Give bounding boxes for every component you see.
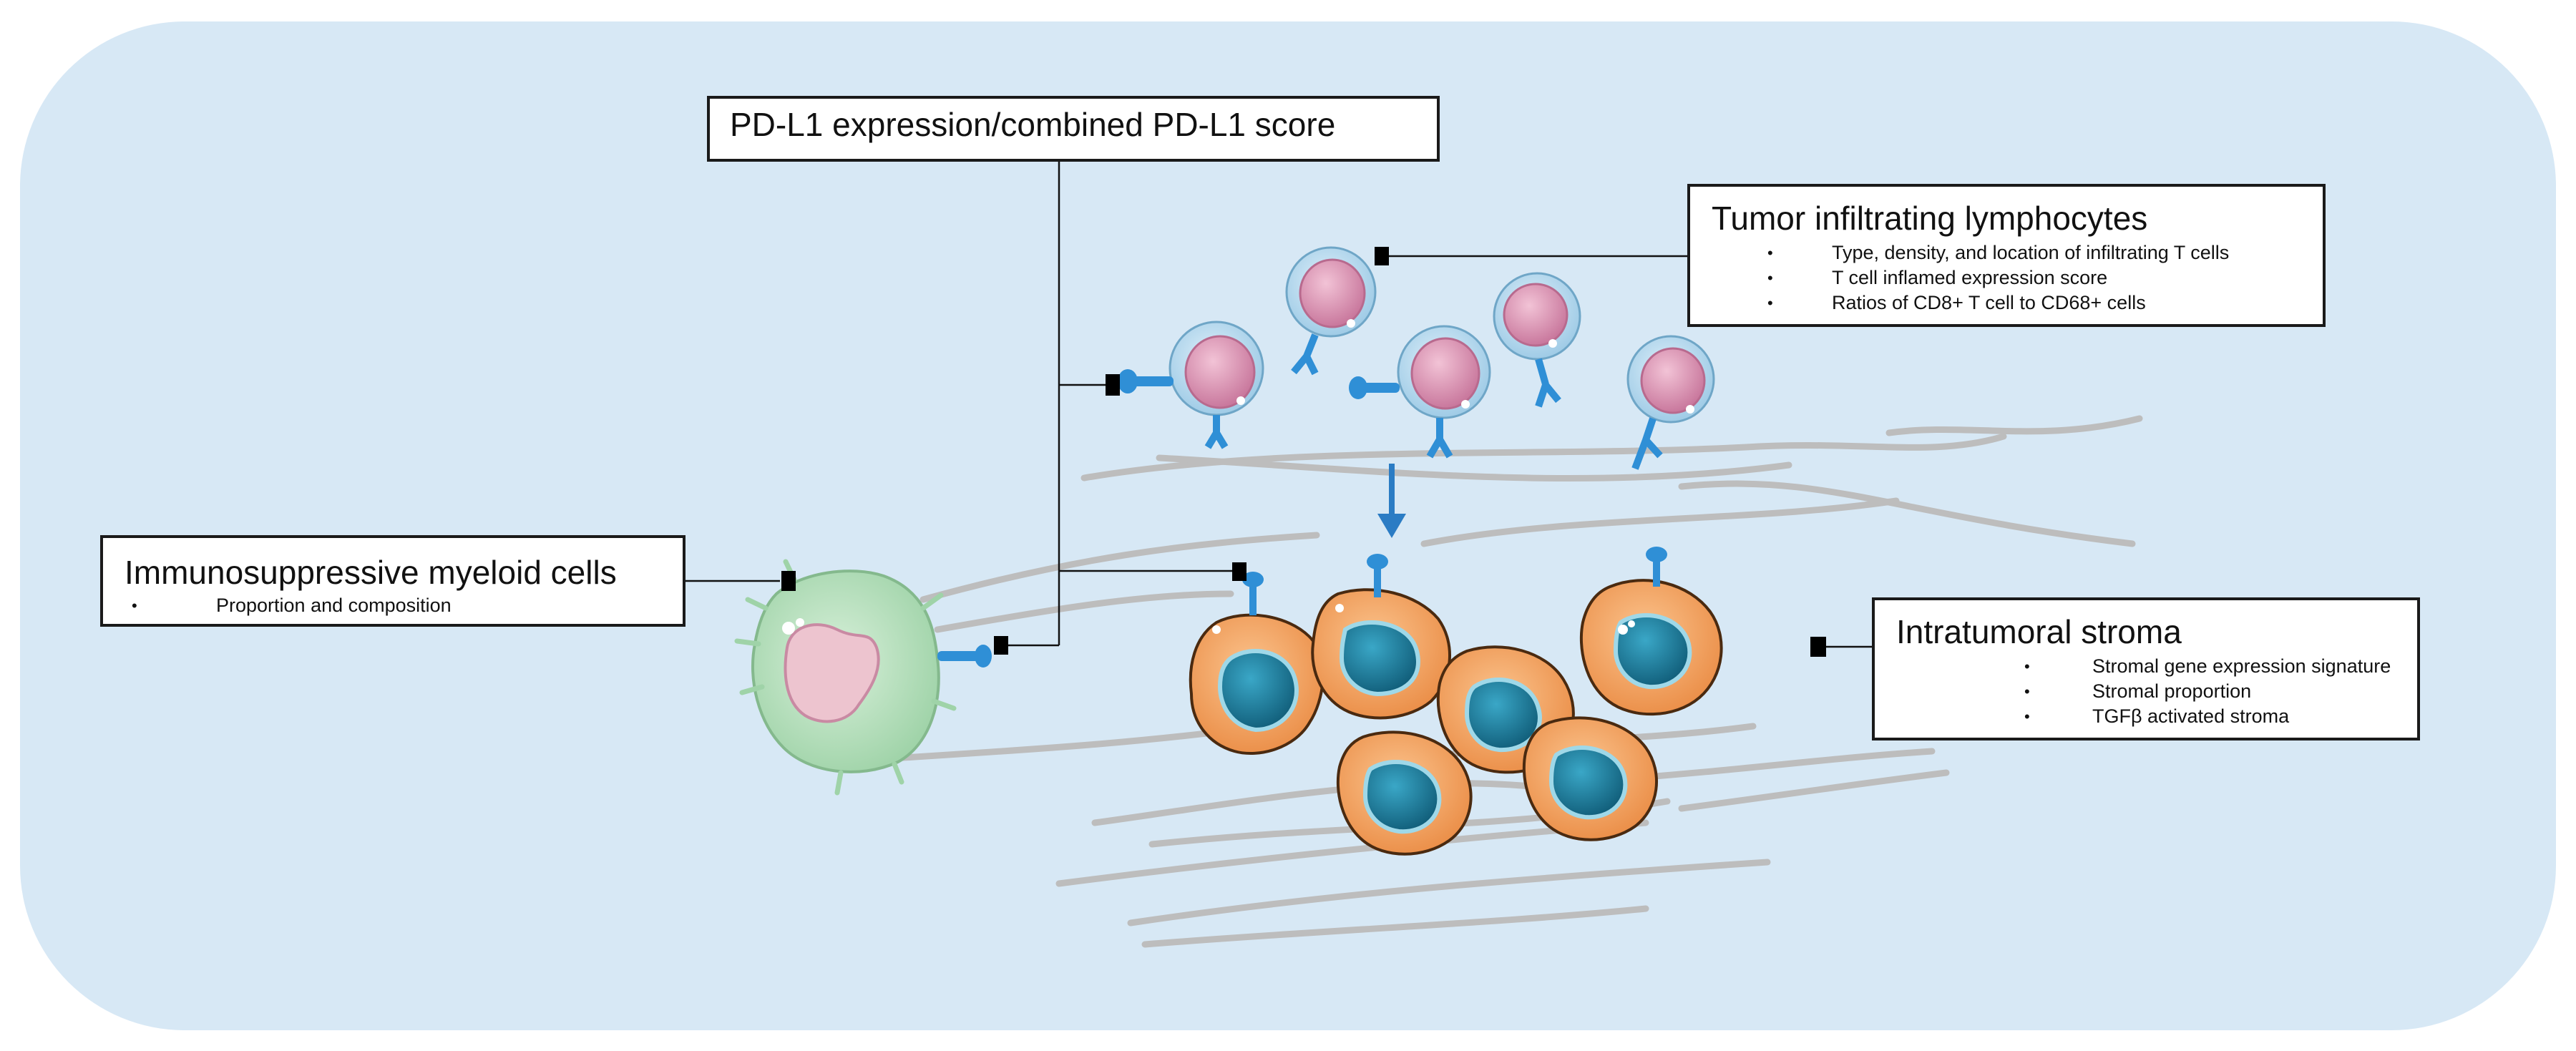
tumor-cell-icon (1336, 730, 1473, 856)
downward-arrow-icon (1377, 464, 1406, 538)
stroma-bullet-text: Stromal gene expression signature (2092, 655, 2391, 677)
stroma-fiber-icon (919, 532, 1320, 603)
bullet-dot: • (1767, 243, 1773, 262)
bullet-dot: • (2024, 682, 2030, 700)
marker-square (1810, 637, 1826, 657)
til-bullet-text: Type, density, and location of infiltrat… (1832, 241, 2230, 263)
pdl1-label-box: PD-L1 expression/combined PD-L1 score (707, 96, 1440, 162)
stroma-fiber-icon (1678, 769, 1950, 812)
til-title: Tumor infiltrating lymphocytes (1712, 200, 2148, 237)
myeloid-bullet: • Proportion and composition (132, 593, 683, 618)
connector-markers (781, 247, 1826, 657)
t-cell-icon (1493, 272, 1581, 408)
marker-square (1106, 374, 1120, 396)
bullet-dot: • (1767, 268, 1773, 287)
bullet-dot: • (2024, 657, 2030, 675)
til-bullet: • Ratios of CD8+ T cell to CD68+ cells (1767, 290, 2323, 316)
marker-square (781, 571, 796, 591)
bullet-dot: • (2024, 707, 2030, 725)
stroma-bullet: • Stromal gene expression signature (2024, 654, 2417, 679)
myeloid-title: Immunosuppressive myeloid cells (125, 554, 617, 591)
tumor-cell-icon (1189, 572, 1324, 755)
marker-square (994, 636, 1008, 655)
connector-lines (686, 162, 1872, 648)
stroma-bullet-text: Stromal proportion (2092, 680, 2252, 702)
stroma-fiber-icon (1420, 497, 1900, 547)
pdl1-title: PD-L1 expression/combined PD-L1 score (730, 106, 1336, 143)
marker-square (1375, 247, 1389, 265)
tumor-cell-icon (1311, 554, 1451, 720)
myeloid-cell-icon (734, 559, 992, 796)
til-bullet-text: Ratios of CD8+ T cell to CD68+ cells (1832, 291, 2146, 313)
myeloid-bullet-text: Proportion and composition (216, 594, 452, 616)
t-cell-icon (1349, 325, 1491, 459)
til-label-box: Tumor infiltrating lymphocytes • Type, de… (1687, 184, 2326, 327)
bullet-dot: • (1767, 293, 1773, 312)
stroma-fiber-icon (1606, 748, 1936, 783)
stroma-fiber-icon (1091, 780, 1542, 826)
stroma-bullet: • Stromal proportion (2024, 679, 2417, 704)
til-bullet-text: T cell inflamed expression score (1832, 266, 2108, 288)
tumor-cell-icon (1579, 547, 1723, 716)
diagram-panel (20, 21, 2556, 1030)
stroma-fiber-icon (934, 590, 1234, 633)
t-cell-icon (1118, 321, 1264, 449)
stroma-fiber-icon (1127, 859, 1771, 927)
t-cell-icon (1626, 335, 1715, 470)
til-bullet: • Type, density, and location of infiltra… (1767, 240, 2323, 265)
tumor-cell-icon (1522, 716, 1659, 841)
t-cell-icon (1285, 246, 1377, 376)
stroma-fiber-icon (1885, 415, 2143, 436)
marker-square (1232, 562, 1246, 581)
stroma-title: Intratumoral stroma (1896, 613, 2182, 650)
myeloid-bullet-list: • Proportion and composition (132, 593, 683, 618)
stroma-fiber-icon (1141, 905, 1649, 948)
til-bullet-list: • Type, density, and location of infiltra… (1767, 240, 2323, 316)
bullet-dot: • (132, 596, 137, 615)
stroma-label-box: Intratumoral stroma • Stromal gene expres… (1872, 597, 2420, 740)
til-bullet: • T cell inflamed expression score (1767, 265, 2323, 290)
myeloid-label-box: Immunosuppressive myeloid cells • Proport… (100, 535, 686, 627)
stroma-fiber-icon (1678, 480, 2136, 547)
stroma-fiber-icon (1156, 454, 1792, 482)
stroma-bullet: • TGFβ activated stroma (2024, 704, 2417, 729)
stroma-bullet-list: • Stromal gene expression signature • Stro… (2024, 654, 2417, 729)
stroma-bullet-text: TGFβ activated stroma (2092, 705, 2290, 727)
